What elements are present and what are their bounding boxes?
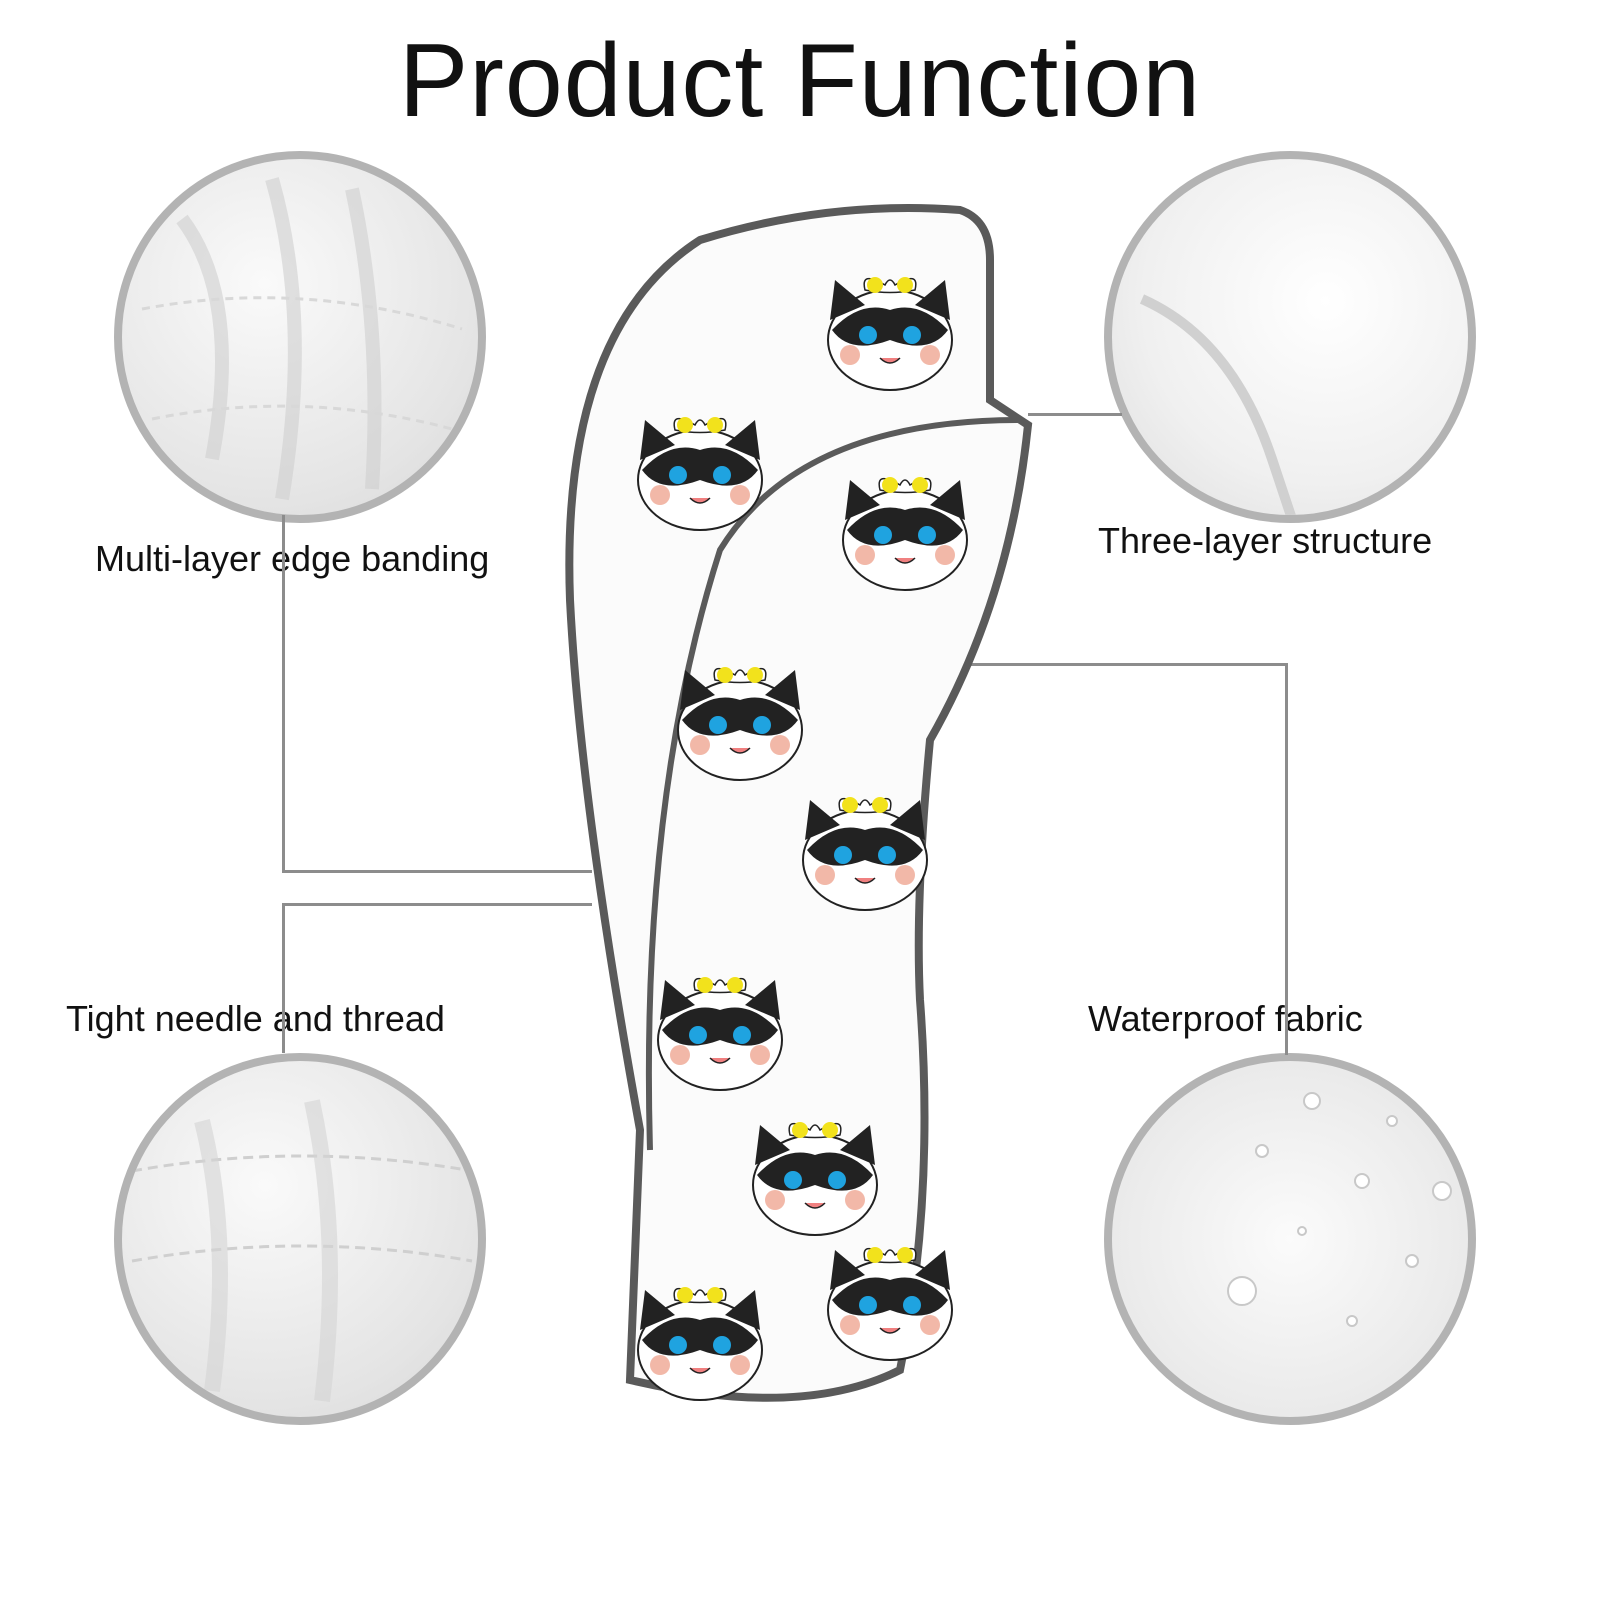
- fabric-folds-image: [141, 177, 463, 501]
- feature-label-waterproof: Waterproof fabric: [1088, 998, 1363, 1039]
- feature-label-edge-banding: Multi-layer edge banding: [95, 538, 490, 579]
- feature-label-needle-thread: Tight needle and thread: [66, 998, 445, 1039]
- detail-circle-edge-banding: [114, 151, 486, 523]
- detail-circle-three-layer: [1104, 151, 1476, 523]
- callout-line: [282, 903, 285, 1053]
- callout-line: [282, 515, 285, 873]
- callout-line: [282, 870, 592, 873]
- detail-circle-waterproof: [1104, 1053, 1476, 1425]
- callout-line: [898, 663, 1288, 666]
- callout-line: [1285, 663, 1288, 1055]
- water-droplets-image: [1227, 1092, 1452, 1327]
- detail-circle-needle-thread: [114, 1053, 486, 1425]
- callout-line: [282, 903, 592, 906]
- stitching-image: [131, 1099, 473, 1402]
- callout-line: [1028, 413, 1122, 416]
- feature-label-three-layer: Three-layer structure: [1098, 520, 1433, 561]
- layer-edge-image: [1139, 294, 1296, 515]
- page-title: Product Function: [398, 23, 1202, 139]
